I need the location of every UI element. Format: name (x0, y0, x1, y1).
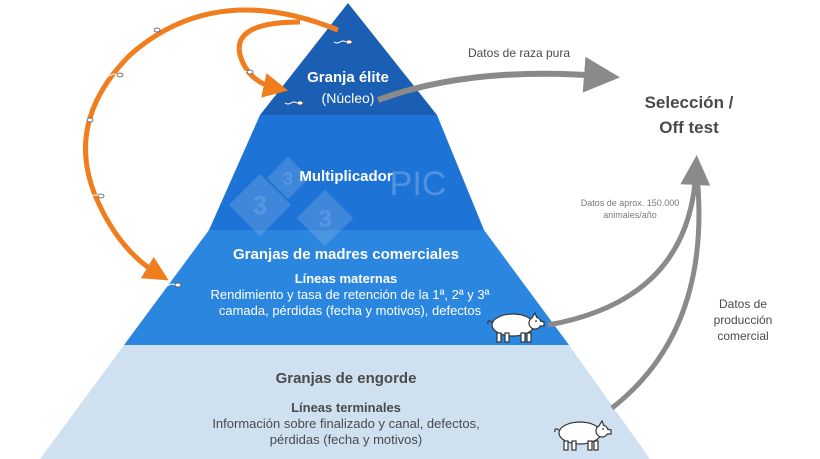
commercial-data-label-line1: Datos de (719, 297, 767, 311)
selection-title-line1: Selección / (645, 93, 734, 112)
tier-commercial-sows-title: Granjas de madres comerciales (233, 246, 459, 263)
sperm-icon (234, 69, 254, 75)
tier-finishing-shape (40, 345, 650, 459)
purebred-data-arrow (376, 56, 620, 103)
tier-commercial-sows-line2: camada, pérdidas (fecha y motivos), defe… (219, 303, 482, 318)
commercial-data-label-line3: comercial (717, 329, 768, 343)
purebred-data-label: Datos de raza pura (468, 46, 570, 60)
tier-multiplier-shape (209, 115, 484, 230)
tier-multiplier-title: Multiplicador (299, 168, 392, 185)
sperm-icon (74, 117, 94, 123)
tier-elite-title: Granja élite (307, 69, 389, 86)
watermark-digit: 3 (283, 169, 293, 189)
tier-commercial-sows-line1: Rendimiento y tasa de retención de la 1ª… (211, 287, 490, 302)
tier-elite-subtitle: (Núcleo) (322, 90, 375, 106)
commercial-data-arrow (610, 174, 702, 410)
watermark-text: PIC (390, 165, 447, 203)
watermark-digit: 3 (318, 206, 331, 233)
watermark-digit: 3 (253, 190, 267, 220)
sow-data-label-line1: Datos de aprox. 150.000 (581, 198, 680, 208)
tier-finishing-subtitle: Líneas terminales (291, 400, 401, 415)
sow-data-arrow (547, 155, 711, 328)
tier-commercial-sows-shape (124, 230, 569, 345)
sow-data-label-line2: animales/año (603, 210, 657, 220)
tier-elite-shape (260, 3, 437, 115)
orange-return-arrow-outer (83, 7, 339, 281)
commercial-data-label-line2: producción (714, 313, 773, 327)
tier-finishing-line2: pérdidas (fecha y motivos) (270, 432, 422, 447)
orange-return-arrow-inner (236, 19, 301, 98)
sperm-icon (141, 27, 161, 33)
tier-finishing-title: Granjas de engorde (276, 370, 417, 387)
tier-finishing-line1: Información sobre finalizado y canal, de… (212, 416, 479, 431)
tier-commercial-sows-subtitle: Líneas maternas (295, 271, 398, 286)
selection-title-line2: Off test (659, 118, 719, 137)
